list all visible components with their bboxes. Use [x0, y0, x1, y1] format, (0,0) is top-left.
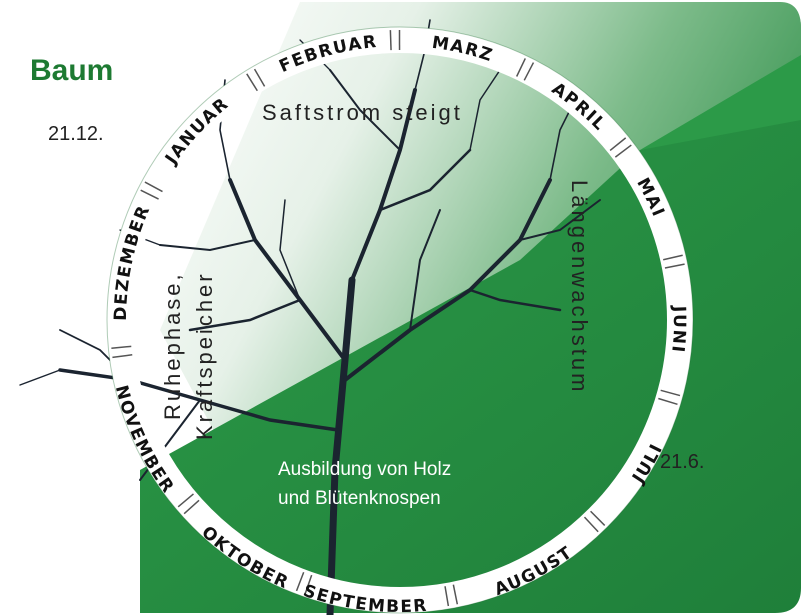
phase-length-growth: Längenwachstum [567, 180, 592, 394]
winter-solstice-date: 21.12. [48, 123, 104, 145]
summer-solstice-date: 21.6. [660, 451, 704, 473]
phase-sap-rising: Saftstrom steigt [262, 100, 463, 125]
month-separator [390, 30, 391, 50]
phase-rest-line1: Ruhephase, [160, 271, 185, 420]
phase-buds-line2: und Blütenknospen [278, 488, 441, 509]
phase-rest-line2: Kraftspeicher [192, 271, 217, 440]
phase-buds-line1: Ausbildung von Holz [278, 459, 451, 480]
diagram-title: Baum [30, 54, 113, 87]
